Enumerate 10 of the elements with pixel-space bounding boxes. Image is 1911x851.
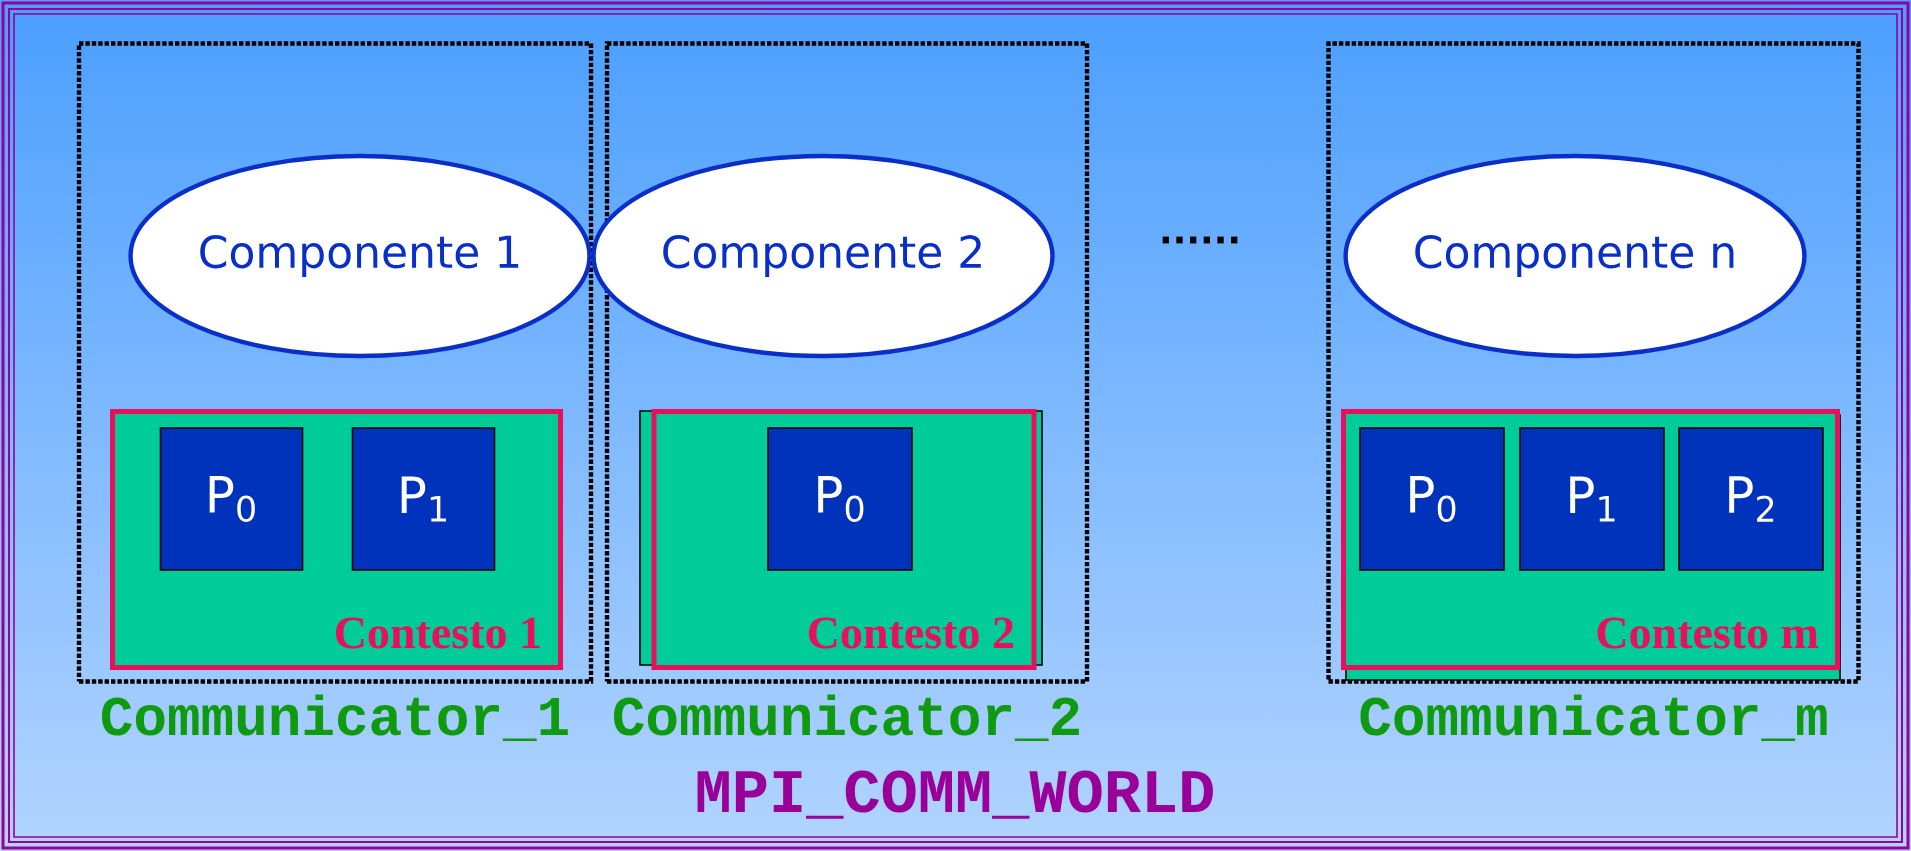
ellipsis: ......	[1162, 236, 1238, 244]
node-label: Communicator_1	[101, 694, 568, 742]
process-box: P$_{1}$	[351, 427, 496, 571]
process-box: P$_{0}$	[1359, 427, 1505, 571]
process-box: P$_{1}$	[1519, 427, 1665, 571]
process-box: P$_{2}$	[1678, 427, 1824, 571]
node-label: Communicator_2	[613, 694, 1079, 742]
process-box: P$_{0}$	[767, 427, 913, 571]
node-label: Communicator_m	[1360, 694, 1827, 742]
process-box: P$_{0}$	[159, 427, 304, 571]
